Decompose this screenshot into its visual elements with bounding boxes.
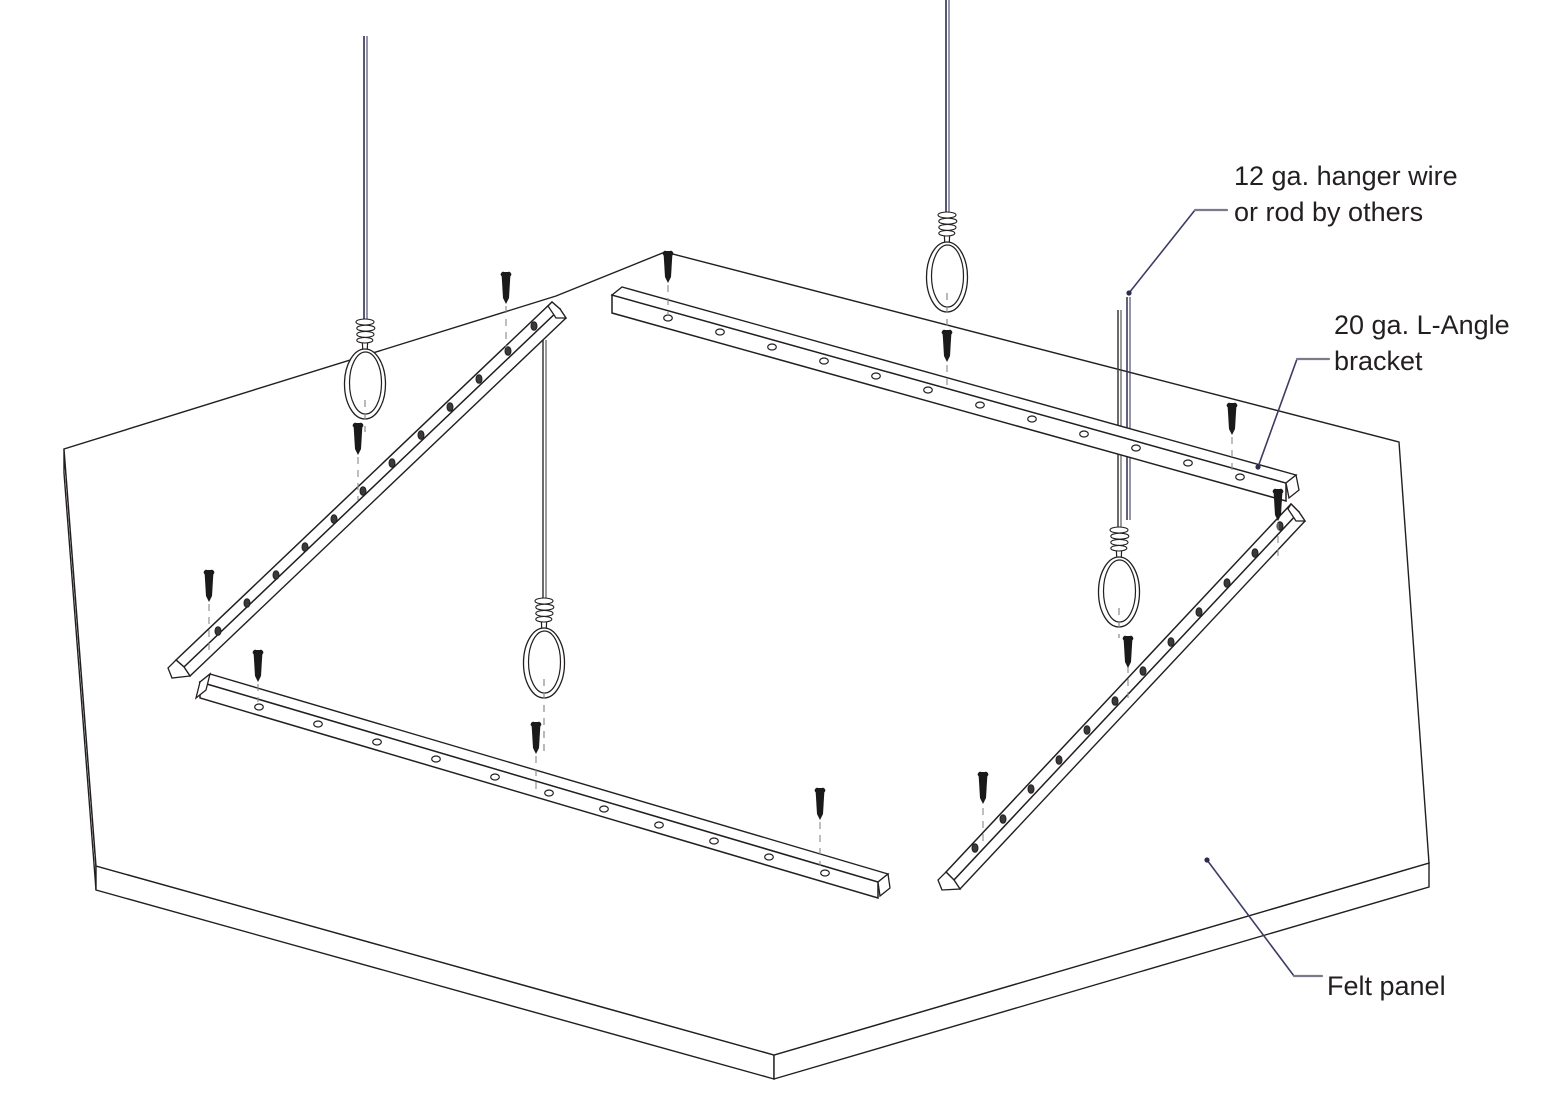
- l-angle-left-upper: [167, 300, 568, 679]
- leader-hanger-wire: [1126, 208, 1229, 296]
- hanger-wire-left: [343, 36, 387, 432]
- l-angle-top-rear: [610, 286, 1300, 502]
- l-angle-left-upper-holes: [214, 321, 538, 636]
- callout-hanger-wire-line2: or rod by others: [1234, 197, 1423, 227]
- callout-labels: 12 ga. hanger wire or rod by others 20 g…: [1234, 161, 1510, 1001]
- l-angle-top-rear-holes: [663, 314, 1245, 481]
- l-angle-top-rear-end-cap: [1285, 473, 1300, 500]
- l-angle-right-lower-holes: [971, 521, 1284, 853]
- l-angle-bottom-left: [194, 672, 891, 900]
- callout-l-angle-line2: bracket: [1334, 346, 1423, 376]
- hanger-wire-center: [925, 0, 969, 330]
- l-angle-left-upper-end-cap-top: [547, 301, 568, 319]
- l-angle-right-lower: [937, 502, 1307, 891]
- screw: [977, 770, 989, 846]
- l-angle-left-upper-end-cap: [167, 659, 192, 679]
- screw: [252, 648, 264, 702]
- l-angle-right-lower-end-cap-top: [1287, 502, 1307, 522]
- l-angle-right-lower-end-cap: [937, 871, 962, 891]
- l-angle-bottom-left-end-cap: [194, 672, 212, 700]
- screw: [500, 270, 512, 348]
- hanger-rod-right: [1126, 297, 1131, 520]
- fasteners: [203, 249, 1284, 866]
- callout-l-angle-line1: 20 ga. L-Angle: [1334, 310, 1510, 340]
- hanger-wire-right: [1097, 310, 1141, 638]
- screw: [1226, 401, 1238, 475]
- callout-hanger-wire-line1: 12 ga. hanger wire: [1234, 161, 1458, 191]
- screw: [530, 720, 542, 790]
- screw: [1122, 634, 1134, 698]
- l-angle-bottom-left-end-cap-right: [877, 872, 891, 898]
- callout-leaders: [1126, 208, 1331, 978]
- screw: [941, 328, 953, 390]
- leader-felt-panel: [1204, 857, 1324, 978]
- l-angle-bottom-left-holes: [254, 703, 830, 877]
- screw: [662, 249, 674, 316]
- callout-felt-panel-line1: Felt panel: [1327, 971, 1446, 1001]
- leader-l-angle: [1255, 357, 1331, 470]
- hanger-wire-middle: [522, 340, 566, 755]
- screw: [1272, 487, 1284, 558]
